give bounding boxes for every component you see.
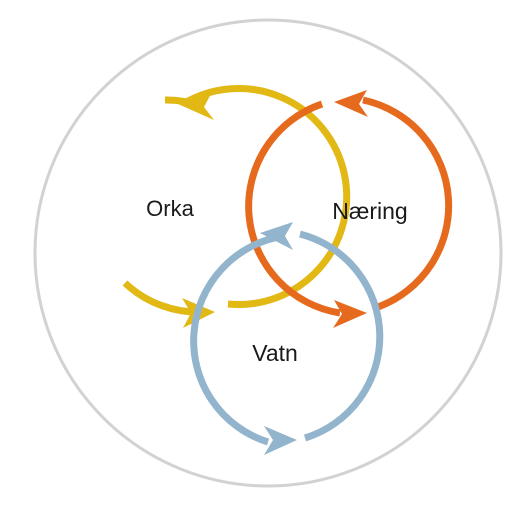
vatn-arc-left [190,232,285,446]
naering-cycle [245,90,453,328]
naering-arrow-bottom [333,300,367,328]
orka-arc [181,85,351,309]
vatn-arrow-top [260,222,293,250]
naering-arc [362,96,453,311]
vatn-arrow-bottom [264,426,297,455]
orka-arrow-top [178,92,214,120]
orka-label: Orka [146,196,194,221]
naering-label: Næring [332,198,407,224]
naering-arc-left [245,100,341,317]
vatn-label: Vatn [252,340,298,366]
naering-arrow-top [334,90,368,117]
vatn-arc-right [299,230,384,442]
vatn-cycle [190,222,384,455]
outer-ring [33,18,503,488]
